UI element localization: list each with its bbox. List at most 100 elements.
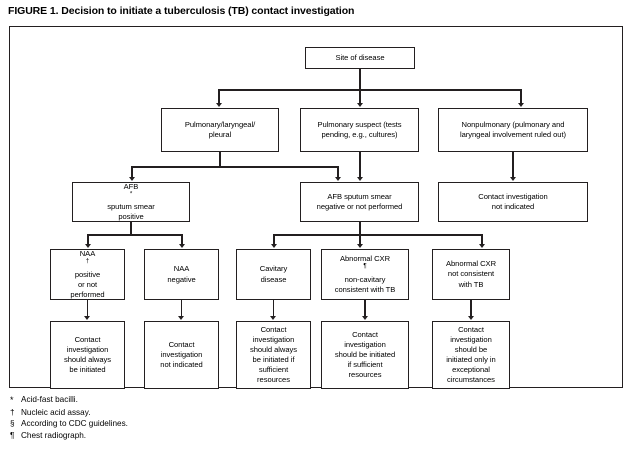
out2-line2: investigation [160, 349, 203, 359]
node-cxr-notcons-line2: not consistent [447, 269, 495, 279]
node-cxr-notcons-line3: with TB [458, 279, 484, 289]
node-outcome-not-indicated: Contact investigation not indicated [144, 321, 219, 389]
arrow-out1 [84, 316, 91, 320]
node-afb-smear-negative: AFB sputum smear negative or not perform… [300, 182, 419, 222]
node-nonpulmonary: Nonpulmonary (pulmonary and laryngeal in… [438, 108, 588, 152]
node-pulmonary-laryngeal-pleural: Pulmonary/laryngeal/ pleural [161, 108, 279, 152]
node-cavitary-line2: disease [260, 274, 287, 284]
edge-afbpos-to-naapos [87, 234, 89, 245]
footnotes: *Acid-fast bacilli. †Nucleic acid assay.… [10, 394, 410, 442]
afb-pos-text2: sputum smear [107, 202, 155, 211]
out3-line1: Contact [260, 324, 287, 334]
node-nonpulm-ci-line2: not indicated [491, 202, 535, 211]
edge-pulmonary-to-afbneg [337, 166, 339, 178]
footnote-text: Acid-fast bacilli. [21, 395, 78, 404]
footnote-item: *Acid-fast bacilli. [10, 394, 410, 407]
node-pulmonary-line2: pleural [208, 130, 232, 139]
footnote-mark: ¶ [10, 431, 15, 441]
node-outcome-exceptional-circumstances: Contact investigation should be initiate… [432, 321, 510, 389]
out1-line3: should always [63, 355, 112, 364]
edge-level1-bus [218, 89, 522, 91]
arrow-out3 [270, 316, 277, 320]
node-abnormal-cxr-noncavitary: Abnormal CXR¶ non-cavitary consistent wi… [321, 249, 409, 300]
edge-afbneg-to-cxrnotcons [481, 234, 483, 245]
out4-line2: investigation [344, 339, 386, 349]
node-cxr-noncav-line2: non-cavitary [344, 274, 386, 284]
arrow-afbneg-from-pulmonary [335, 177, 341, 181]
node-naa-pos-line3: performed [70, 289, 105, 299]
out1-line2: investigation [66, 344, 109, 354]
node-afb-pos-line2: positive [118, 212, 144, 222]
cxr-noncav-footnote-mark: ¶ [363, 262, 367, 270]
edge-pulmonary-trunk [219, 152, 221, 166]
edge-afbneg-to-cxrnoncav [359, 234, 361, 245]
out1-line4: be initiated [69, 365, 106, 375]
out2-line1: Contact [168, 339, 195, 349]
out3-line3: should always [249, 344, 298, 354]
node-naa-neg-line2: negative [167, 274, 196, 284]
arrow-nonpulmonary [518, 103, 524, 107]
node-naa-pos-line1: NAA† positive [75, 249, 100, 279]
footnote-mark: § [10, 419, 15, 429]
arrow-naaneg [179, 244, 185, 248]
footnote-text: Nucleic acid assay. [21, 407, 91, 417]
out4-line4: if sufficient [347, 360, 383, 369]
figure-title: FIGURE 1. Decision to initiate a tubercu… [8, 5, 355, 17]
node-site-of-disease-label: Site of disease [335, 52, 385, 62]
cxr-noncav-text: Abnormal CXR [339, 254, 391, 264]
out3-line5: sufficient [258, 365, 289, 375]
node-cavitary-disease: Cavitary disease [236, 249, 311, 300]
node-cxr-noncav-line1: Abnormal CXR¶ [340, 254, 390, 274]
node-afb-neg-line2: negative or not performed [316, 202, 403, 211]
arrow-afbneg-from-suspect [356, 177, 363, 181]
edge-naaneg-to-out2 [180, 300, 183, 317]
node-pulmonary-suspect: Pulmonary suspect (tests pending, e.g., … [300, 108, 419, 152]
edge-cavitary-to-out3 [272, 300, 275, 317]
edge-pulmonary-bus [131, 166, 339, 168]
out5-line6: circumstances [447, 375, 495, 385]
out5-line4: initiated only in [446, 355, 496, 364]
out4-line5: resources [348, 370, 382, 380]
out2-line3: not indicated [160, 360, 203, 369]
flowchart-canvas: Site of disease Pulmonary/laryngeal/ ple… [10, 27, 624, 389]
edge-cxrnotcons-to-out5 [470, 300, 472, 317]
node-afb-smear-positive: AFB* sputum smear positive [72, 182, 190, 222]
out5-line1: Contact [458, 324, 484, 334]
node-naa-negative: NAA negative [144, 249, 219, 300]
out5-line5: exceptional [452, 365, 490, 375]
node-outcome-always-if-resources: Contact investigation should always be i… [236, 321, 311, 389]
edge-afbpos-to-naaneg [181, 234, 183, 245]
out1-line1: Contact [74, 334, 101, 344]
arrow-cavitary [270, 244, 277, 248]
edge-pulmonary-to-afbpos [131, 166, 133, 178]
edge-site-trunk [359, 69, 361, 89]
node-cavitary-line1: Cavitary [259, 264, 288, 274]
out4-line3: should be initiated [334, 349, 396, 359]
edge-drop-suspect [359, 89, 361, 104]
node-abnormal-cxr-not-consistent: Abnormal CXR not consistent with TB [432, 249, 510, 300]
naa-pos-footnote-mark: † [85, 257, 90, 265]
afb-pos-text: AFB [123, 181, 139, 191]
edge-afbpos-bus [87, 234, 183, 236]
out3-line2: investigation [252, 334, 295, 344]
edge-afbneg-trunk [359, 222, 361, 234]
edge-nonpulmonary-to-ci [512, 152, 514, 178]
arrow-afbpos-from-pulmonary [128, 177, 135, 181]
edge-afbneg-to-cavitary [273, 234, 275, 245]
arrow-suspect [356, 103, 363, 107]
node-naa-neg-line1: NAA [173, 264, 190, 274]
node-naa-pos-line2: or not [77, 279, 98, 289]
footnote-text: According to CDC guidelines. [21, 419, 128, 429]
naa-pos-text: NAA [79, 249, 96, 259]
node-cxr-notcons-line1: Abnormal CXR [445, 259, 497, 269]
edge-afbpos-trunk [130, 222, 132, 234]
out3-line4: be initiated if [252, 355, 295, 364]
afb-pos-footnote-mark: * [129, 190, 133, 198]
node-naa-positive: NAA† positive or not performed [50, 249, 125, 300]
footnote-item: †Nucleic acid assay. [10, 407, 410, 419]
out4-line1: Contact [352, 329, 378, 339]
node-afb-pos-line1: AFB* sputum smear [107, 182, 155, 212]
arrow-out5 [467, 316, 474, 320]
edge-suspect-to-afbneg [359, 152, 361, 178]
